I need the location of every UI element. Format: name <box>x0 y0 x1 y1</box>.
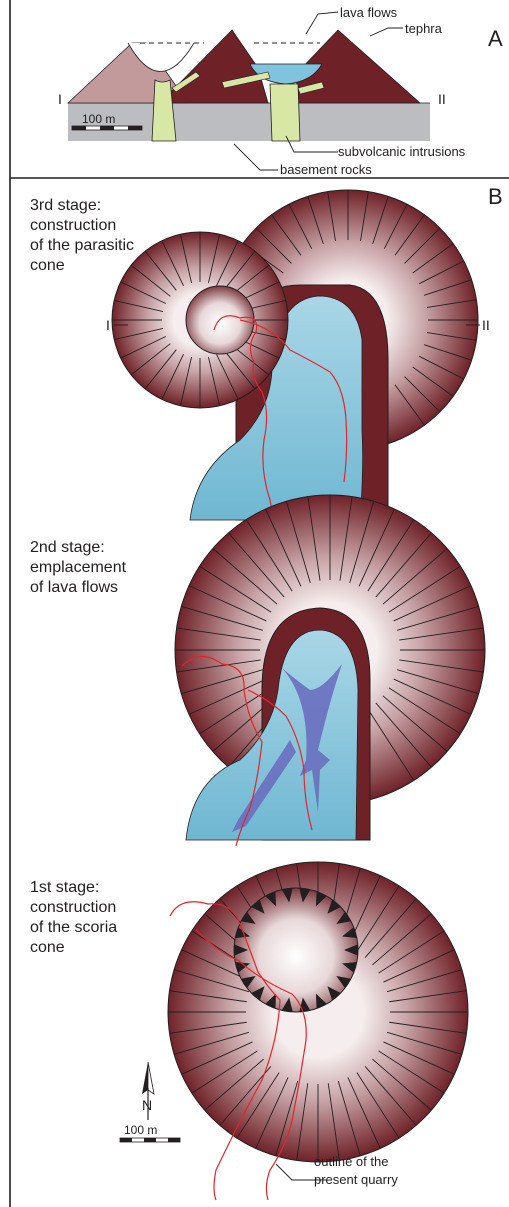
label-lava-flows: lava flows <box>340 5 398 20</box>
stage-3-label: 3rd stage: construction of the parasitic… <box>30 196 134 276</box>
basement-rocks-block <box>68 103 430 141</box>
svg-text:100 m: 100 m <box>82 112 115 126</box>
label-basement-rocks: basement rocks <box>280 162 372 177</box>
quarry-label-line2: present quarry <box>314 1172 398 1187</box>
panel-b-section-end: II <box>482 317 490 333</box>
label-subvolcanic-intrusions: subvolcanic intrusions <box>338 144 466 159</box>
stage-1-map: N 100 m outline of the present quarry <box>120 862 468 1200</box>
quarry-label-line1: outline of the <box>314 1154 388 1169</box>
panel-a-section-end: II <box>438 91 446 107</box>
stage-1-label: 1st stage: construction of the scoria co… <box>30 878 117 958</box>
svg-text:100 m: 100 m <box>124 1123 157 1137</box>
stage-2-map <box>175 495 485 846</box>
panel-a-letter: A <box>488 26 503 51</box>
svg-text:N: N <box>142 1097 152 1113</box>
intrusion-right <box>270 84 300 141</box>
panel-a-section-start: I <box>58 91 62 107</box>
label-tephra: tephra <box>405 21 443 36</box>
stage-2-label: 2nd stage: emplacement of lava flows <box>30 538 126 598</box>
panel-b-section-start: I <box>106 317 110 333</box>
panel-a-cross-section: I II 100 m lava flows tephra subvolcanic… <box>58 5 503 177</box>
north-arrow-icon: N <box>142 1062 154 1120</box>
stage-3-map: I II <box>106 190 490 522</box>
panel-b-scale-bar: 100 m <box>120 1123 180 1142</box>
panel-b-letter: B <box>488 184 503 209</box>
